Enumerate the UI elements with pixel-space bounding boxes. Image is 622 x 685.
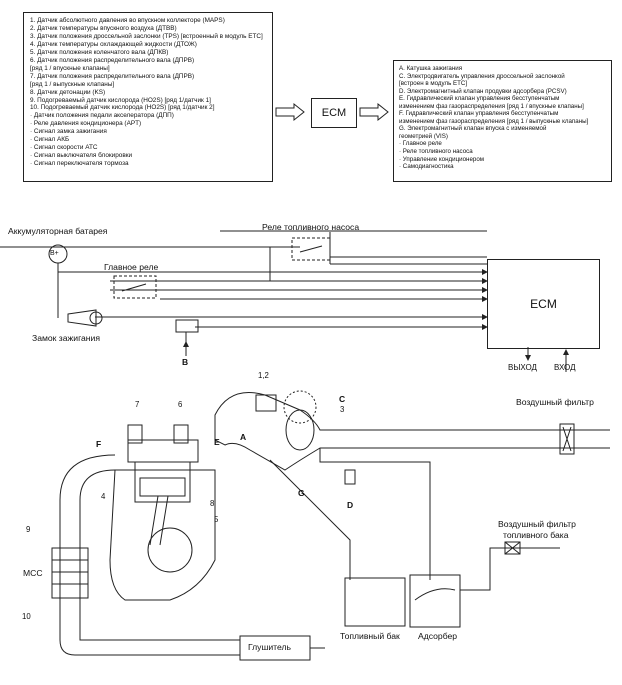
inputs-item: [ряд 1 / впускные клапаны] [30, 64, 110, 72]
ecm-block: ECM [487, 259, 600, 349]
callout-6: 6 [178, 400, 183, 409]
callout-b: B [182, 357, 189, 367]
callout-3: 3 [340, 405, 345, 414]
outputs-item: G. Электромагнитный клапан впуска с изме… [399, 125, 547, 133]
outputs-item: · Управление кондиционером [399, 155, 485, 163]
inputs-item: · Сигнал переключателя тормоза [30, 160, 129, 168]
inputs-item: [ряд 1 / выпускные клапаны] [30, 80, 115, 88]
output-label: ВЫХОД [508, 363, 537, 372]
inputs-item: 4. Датчик температуры охлаждающей жидкос… [30, 40, 197, 48]
callout-9: 9 [26, 525, 31, 534]
inputs-item: · Сигнал скорости АТС [30, 144, 98, 152]
vapor-line [269, 459, 351, 580]
fuel-pump-relay-label: Реле топливного насоса [262, 222, 360, 232]
inputs-item: 5. Датчик положения коленчатого вала (ДП… [30, 48, 169, 56]
outputs-item: A. Катушка зажигания [399, 65, 463, 72]
callout-d: D [347, 500, 354, 510]
air-filter-element [559, 423, 575, 455]
outputs-item: [встроен в модуль ETC] [399, 80, 468, 88]
callout-5: 5 [214, 515, 219, 524]
air-filter-label: Воздушный фильтр [516, 397, 594, 407]
callout-c: C [339, 394, 346, 404]
mcc-label: MCC [23, 568, 43, 578]
muffler-label: Глушитель [248, 642, 292, 652]
inputs-item: 9. Подогреваемый датчик кислорода (HO2S)… [30, 96, 211, 104]
outputs-item: изменением фаз газораспределения [ряд 1 … [399, 102, 584, 110]
catalytic-converter [51, 547, 89, 599]
input-signals-list: 1. Датчик абсолютного давления во впускн… [30, 17, 266, 168]
inputs-item: · Сигнал замка зажигания [30, 128, 107, 136]
inputs-item: · Реле давления кондиционера (APT) [30, 120, 142, 128]
inputs-item: 7. Датчик положения распределительного в… [30, 72, 195, 80]
connector-b [175, 319, 199, 333]
outputs-item: · Реле топливного насоса [399, 148, 473, 156]
inputs-item: 3. Датчик положения дроссельной заслонки… [30, 32, 263, 40]
piston [139, 477, 186, 497]
callout-e: E [214, 437, 220, 447]
ignition-switch-shape [67, 309, 97, 327]
callout-4: 4 [101, 492, 106, 501]
adsorber-label: Адсорбер [418, 631, 458, 641]
outputs-item: C. Электродвигатель управления дроссельн… [399, 72, 565, 80]
inputs-item: · Датчик положения педали акселератора (… [30, 112, 174, 120]
callout-1-2: 1,2 [258, 371, 269, 380]
main-relay-box [113, 275, 157, 299]
main-relay-label: Главное реле [104, 262, 159, 272]
inputs-item: 2. Датчик температуры впускного воздуха … [30, 24, 177, 32]
arrow-ecm-to-outputs [359, 102, 389, 122]
cylinder-head [127, 439, 199, 463]
etc-motor [283, 390, 317, 424]
fuel-tank-box [344, 577, 406, 627]
outputs-item: геометрией (VIS) [399, 132, 448, 140]
tank-air-filter-label-2: топливного бака [503, 530, 569, 540]
outputs-item: E. Гидравлический клапан управления бесс… [399, 95, 560, 103]
battery-label: Аккумуляторная батарея [8, 226, 108, 236]
inputs-item: 6. Датчик положения распределительного в… [30, 56, 195, 64]
inputs-item: 8. Датчик детонации (KS) [30, 88, 106, 96]
engine-block [109, 469, 216, 601]
callout-10: 10 [22, 612, 31, 621]
input-label: ВХОД [554, 363, 576, 372]
ecm-label-top: ECM [321, 107, 347, 119]
intake-duct [560, 429, 610, 449]
outputs-item: изменением фаз газораспределения [ряд 1 … [399, 117, 589, 125]
intake-manifold [214, 392, 561, 471]
connecting-rod [149, 495, 169, 546]
exhaust-pipe [59, 454, 240, 656]
inputs-item: · Сигнал АКБ [30, 136, 70, 144]
purge-line [319, 448, 431, 580]
inputs-item: 10. Подогреваемый датчик кислорода (HO2S… [30, 104, 215, 112]
map-sensor [255, 394, 277, 412]
tank-air-filter-label-1: Воздушный фильтр [498, 519, 576, 529]
callout-g: G [298, 488, 305, 498]
input-signals-box: 1. Датчик абсолютного давления во впускн… [23, 12, 273, 182]
inputs-item: 1. Датчик абсолютного давления во впускн… [30, 17, 225, 24]
outputs-item: F. Гидравлический клапан управления бесс… [399, 110, 559, 118]
callout-7: 7 [135, 400, 140, 409]
callout-f: F [96, 439, 102, 449]
inputs-item: · Сигнал выключателя блокировки [30, 152, 133, 160]
battery-terminal-label: B+ [50, 250, 59, 257]
outputs-item: · Самодиагностика [399, 163, 454, 171]
callout-8: 8 [210, 499, 215, 508]
crankshaft [147, 527, 193, 573]
ecm-label: ECM [530, 297, 557, 311]
outputs-item: · Главное реле [399, 140, 442, 148]
tank-vent-line [460, 547, 560, 591]
throttle-body [285, 409, 315, 451]
ignition-switch-label: Замок зажигания [32, 333, 100, 343]
arrow-inputs-to-ecm [275, 102, 305, 122]
callout-a: A [240, 432, 247, 442]
outputs-item: D. Электромагнитный клапан продувки адсо… [399, 87, 567, 95]
ecm-block-top: ECM [311, 98, 357, 128]
adsorber-box [409, 574, 461, 628]
fuel-tank-label: Топливный бак [340, 631, 400, 641]
purge-valve [344, 469, 356, 485]
